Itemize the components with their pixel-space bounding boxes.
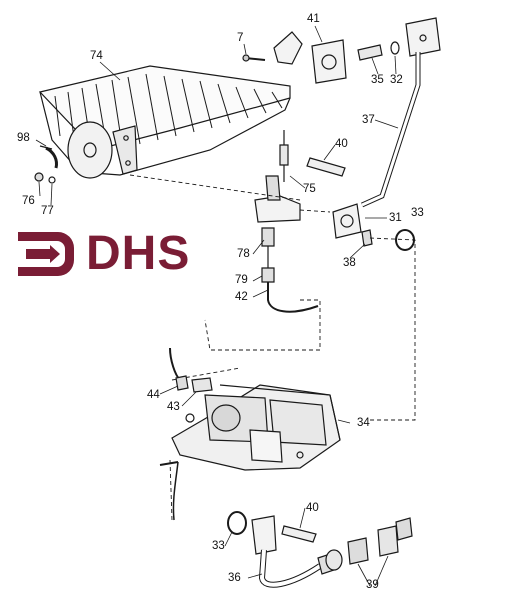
dhs-logo-mark <box>18 232 74 276</box>
callout-40-bottom: 40 <box>306 502 319 514</box>
part-78-fitting <box>261 227 275 247</box>
part-7-screw <box>242 54 266 62</box>
part-40-thermocouple-bottom <box>281 525 317 543</box>
callout-35: 35 <box>371 74 384 86</box>
dhs-logo-text: DHS <box>86 227 191 280</box>
callout-37: 37 <box>362 114 375 126</box>
part-75-pilot-assembly <box>254 130 301 223</box>
callout-78: 78 <box>237 248 250 260</box>
part-42-tube <box>267 246 319 313</box>
callout-42: 42 <box>235 291 248 303</box>
callout-75: 75 <box>303 183 316 195</box>
assembly-lines <box>129 174 416 521</box>
part-43-fitting <box>191 377 213 393</box>
part-32-washer <box>390 41 400 55</box>
callout-7: 7 <box>237 32 244 44</box>
callout-43: 43 <box>167 401 180 413</box>
callout-76: 76 <box>22 195 35 207</box>
callout-77: 77 <box>41 205 54 217</box>
leader-lines <box>35 25 399 587</box>
part-98-bracket <box>39 145 58 169</box>
callout-38: 38 <box>343 257 356 269</box>
callout-32: 32 <box>390 74 403 86</box>
part-44-fitting <box>169 347 189 391</box>
part-39-fittings <box>325 517 413 571</box>
part-33-oring-bottom <box>227 511 247 535</box>
callout-44: 44 <box>147 389 160 401</box>
part-79-fitting <box>261 267 275 283</box>
callout-34: 34 <box>357 417 370 429</box>
part-37-pilot-tube <box>332 17 441 239</box>
part-41-plate <box>273 31 347 84</box>
callout-41: 41 <box>307 13 320 25</box>
callout-36: 36 <box>228 572 241 584</box>
callout-39: 39 <box>366 579 379 591</box>
burner-assembly <box>38 65 291 179</box>
callout-33-top: 33 <box>411 207 424 219</box>
part-36-tube <box>251 515 335 588</box>
callout-79: 79 <box>235 274 248 286</box>
callout-74: 74 <box>90 50 103 62</box>
callout-40-top: 40 <box>335 138 348 150</box>
part-76-77-bolt <box>34 172 56 184</box>
part-35-connector <box>357 44 383 61</box>
part-34-gas-valve <box>159 384 341 521</box>
part-40-thermocouple-top <box>306 157 346 177</box>
callout-98: 98 <box>17 132 30 144</box>
callout-33-bottom: 33 <box>212 540 225 552</box>
part-38-nut <box>361 229 373 247</box>
callout-31: 31 <box>389 212 402 224</box>
